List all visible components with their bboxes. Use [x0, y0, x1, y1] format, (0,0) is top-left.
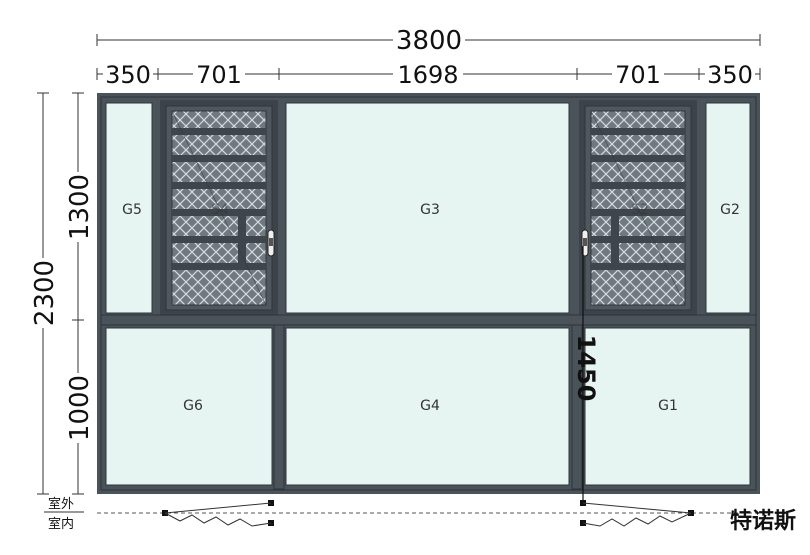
- handle-left-icon[interactable]: [267, 229, 275, 257]
- total-width-label: 3800: [396, 26, 462, 56]
- total-height-label: 2300: [30, 260, 60, 326]
- transom-bar: [100, 314, 757, 326]
- pane-g5: G5: [105, 102, 153, 314]
- sash-right: S2: [579, 100, 697, 316]
- mullion-lower-right: [571, 324, 583, 490]
- pane-label-g2: G2: [720, 202, 740, 218]
- pane-label-g5: G5: [122, 202, 142, 218]
- pane-g6: G6: [105, 327, 273, 486]
- upper-height-label: 1300: [65, 174, 95, 240]
- width-label-5: 350: [707, 61, 753, 89]
- security-bars-right: [591, 128, 685, 270]
- pane-g3: G3: [285, 102, 570, 314]
- legend-inside: 室内: [48, 516, 74, 532]
- legend-outside: 室外: [48, 496, 74, 512]
- pane-g4: G4: [285, 327, 570, 486]
- opening-plan-symbol: [97, 500, 760, 527]
- pane-label-g4: G4: [420, 398, 440, 414]
- width-label-4: 701: [615, 61, 661, 89]
- pane-g1: G1: [584, 327, 751, 486]
- width-label-2: 701: [196, 61, 242, 89]
- sash-left: S4: [160, 100, 278, 316]
- pane-g2: G2: [705, 102, 751, 314]
- pane-label-g3: G3: [420, 202, 440, 218]
- security-bars-left: [172, 128, 266, 270]
- mullion-lower-left: [273, 324, 285, 490]
- sash-label-s2: S2: [631, 202, 649, 218]
- sash-label-s4: S4: [211, 202, 229, 218]
- lower-height-label: 1000: [65, 375, 95, 441]
- handle-height-label: 1450: [572, 335, 600, 402]
- width-label-1: 350: [105, 61, 151, 89]
- brand-logo: 特诺斯: [730, 508, 796, 534]
- pane-label-g1: G1: [658, 398, 678, 414]
- width-label-3: 1698: [397, 61, 458, 89]
- pane-label-g6: G6: [183, 398, 203, 414]
